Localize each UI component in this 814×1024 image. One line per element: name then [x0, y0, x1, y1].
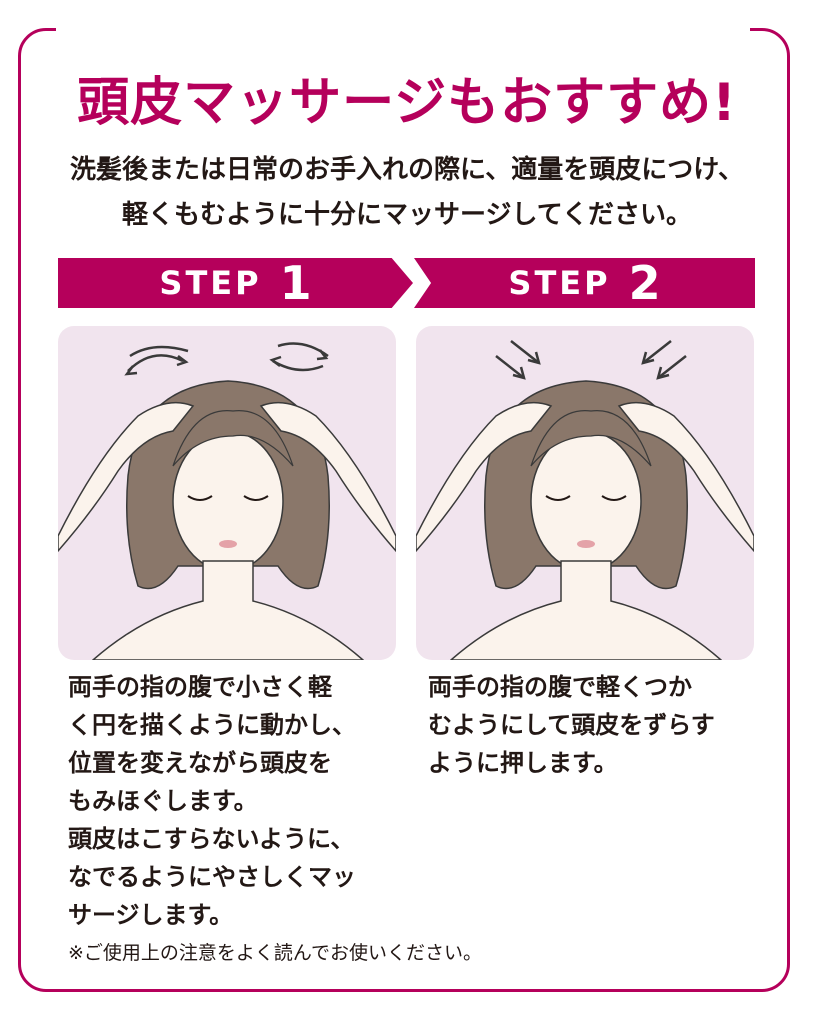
step-1-line: なでるようにやさしくマッ — [68, 863, 356, 891]
step-2-illustration — [416, 326, 754, 660]
page-title: 頭皮マッサージもおすすめ! — [77, 73, 737, 133]
intro-text: 洗髪後または日常のお手入れの際に、適量を頭皮につけ、 軽くもむように十分にマッサ… — [30, 148, 784, 238]
step-1-line: サージします。 — [68, 901, 234, 929]
intro-line-2: 軽くもむように十分にマッサージしてください。 — [122, 200, 692, 230]
step-1-line: 位置を変えながら頭皮を — [68, 749, 332, 777]
step-1-number: 1 — [279, 256, 312, 310]
step-2-description: 両手の指の腹で軽くつか むようにして頭皮をずらす ように押します。 — [428, 668, 758, 782]
press-arrow-icon — [495, 340, 687, 380]
step-2-number: 2 — [628, 256, 661, 310]
step-1-label: STEP — [159, 264, 262, 302]
step-2-line: 両手の指の腹で軽くつか — [428, 673, 692, 701]
usage-note: ※ご使用上の注意をよく読んでお使いください。 — [68, 942, 482, 964]
step-1-illustration — [58, 326, 396, 660]
step-1-description: 両手の指の腹で小さく軽 く円を描くように動かし、 位置を変えながら頭皮を もみほ… — [68, 668, 398, 934]
woman-massage-circles-image — [58, 342, 396, 660]
step-1-line: 頭皮はこすらないように、 — [68, 825, 355, 853]
woman-massage-press-image — [416, 340, 754, 660]
rotate-arrow-icon — [124, 342, 329, 376]
intro-line-1: 洗髪後または日常のお手入れの際に、適量を頭皮につけ、 — [70, 155, 744, 185]
step-2-label: STEP — [508, 264, 611, 302]
step-1-line: く円を描くように動かし、 — [68, 711, 356, 739]
step-2-header: STEP 2 — [414, 258, 755, 308]
step-1-header: STEP 1 — [58, 258, 413, 308]
step-1-line: 両手の指の腹で小さく軽 — [68, 673, 332, 701]
step-1-line: もみほぐします。 — [68, 787, 258, 815]
step-2-line: ように押します。 — [428, 749, 618, 777]
step-2-line: むようにして頭皮をずらす — [428, 711, 715, 739]
